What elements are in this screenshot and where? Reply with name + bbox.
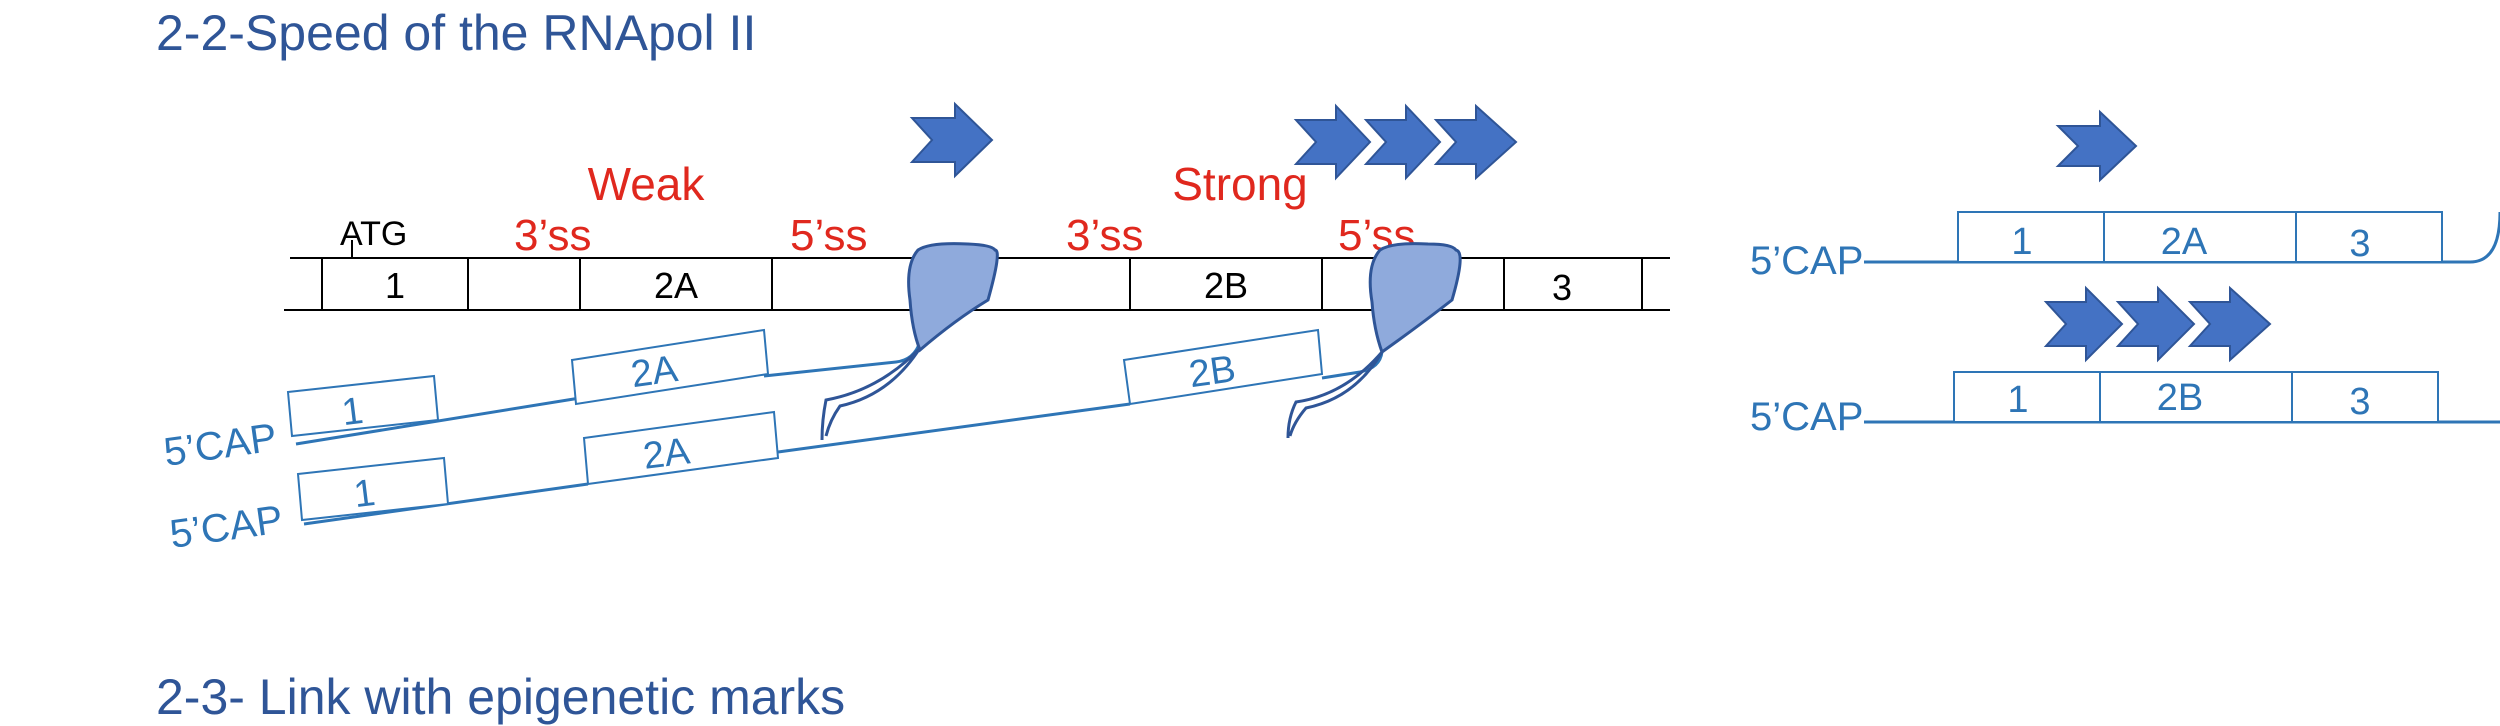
gene-exon-2a: [579, 257, 773, 311]
mature-mrna-top: [1864, 211, 2500, 264]
mrna-top-exon-2a-label: 2A: [2161, 221, 2208, 263]
mature-mrna-bottom: [1864, 371, 2500, 424]
splicing-diagram: Weak Strong 3’ss 5’ss 3’ss 5’ss ATG 1 2A…: [161, 101, 2500, 557]
mrna-bottom-cap-label: 5’CAP: [1750, 395, 1863, 439]
rna-polymerase-icon: [1286, 242, 1462, 439]
mrna-bottom-exon-3-label: 3: [2349, 381, 2370, 423]
mrna-bottom-exon-1-label: 1: [2007, 379, 2028, 421]
rna-polymerase-icon: [820, 242, 999, 441]
nascent-transcript-top: [286, 328, 922, 446]
nascent-bottom-exon-2b-label: 2B: [1186, 348, 1238, 396]
nascent-bottom-exon-2a-label: 2A: [641, 430, 693, 477]
speed-arrow-triple-icon: [1293, 103, 1518, 181]
strong-label: Strong: [1172, 158, 1308, 210]
result-arrow-single-icon: [2055, 109, 2138, 183]
result-arrow-triple-icon: [2043, 285, 2272, 363]
weak-label: Weak: [588, 158, 706, 210]
speed-arrow-single-icon: [909, 101, 994, 179]
nascent-top-exon-1-label: 1: [339, 390, 365, 434]
ss3-weak-label: 3’ss: [514, 211, 591, 260]
section-title-speed: 2-2-Speed of the RNApol II: [156, 5, 757, 61]
nascent-bottom-cap-label: 5’CAP: [167, 498, 285, 557]
gene-exon-2b-label: 2B: [1204, 265, 1248, 306]
mrna-top-exon-3-label: 3: [2349, 223, 2370, 265]
gene-exon-2a-label: 2A: [654, 265, 698, 306]
gene-exon-3: [1503, 257, 1643, 311]
nascent-top-exon-2a-label: 2A: [628, 348, 681, 396]
gene-exon-1-label: 1: [385, 265, 405, 306]
nascent-top-cap-label: 5’CAP: [161, 416, 279, 475]
gene-exon-1: [321, 257, 469, 311]
mrna-bottom-exon-2b-label: 2B: [2157, 377, 2203, 419]
mrna-top-exon-1-label: 1: [2011, 221, 2032, 263]
atg-label: ATG: [340, 215, 407, 253]
gene-exon-2b: [1129, 257, 1323, 311]
mrna-top-cap-label: 5’CAP: [1750, 239, 1863, 283]
gene-exon-3-label: 3: [1552, 267, 1572, 308]
ss5-weak-label: 5’ss: [790, 211, 867, 260]
ss3-strong-label: 3’ss: [1066, 211, 1143, 260]
nascent-bottom-exon-1-label: 1: [351, 472, 377, 516]
